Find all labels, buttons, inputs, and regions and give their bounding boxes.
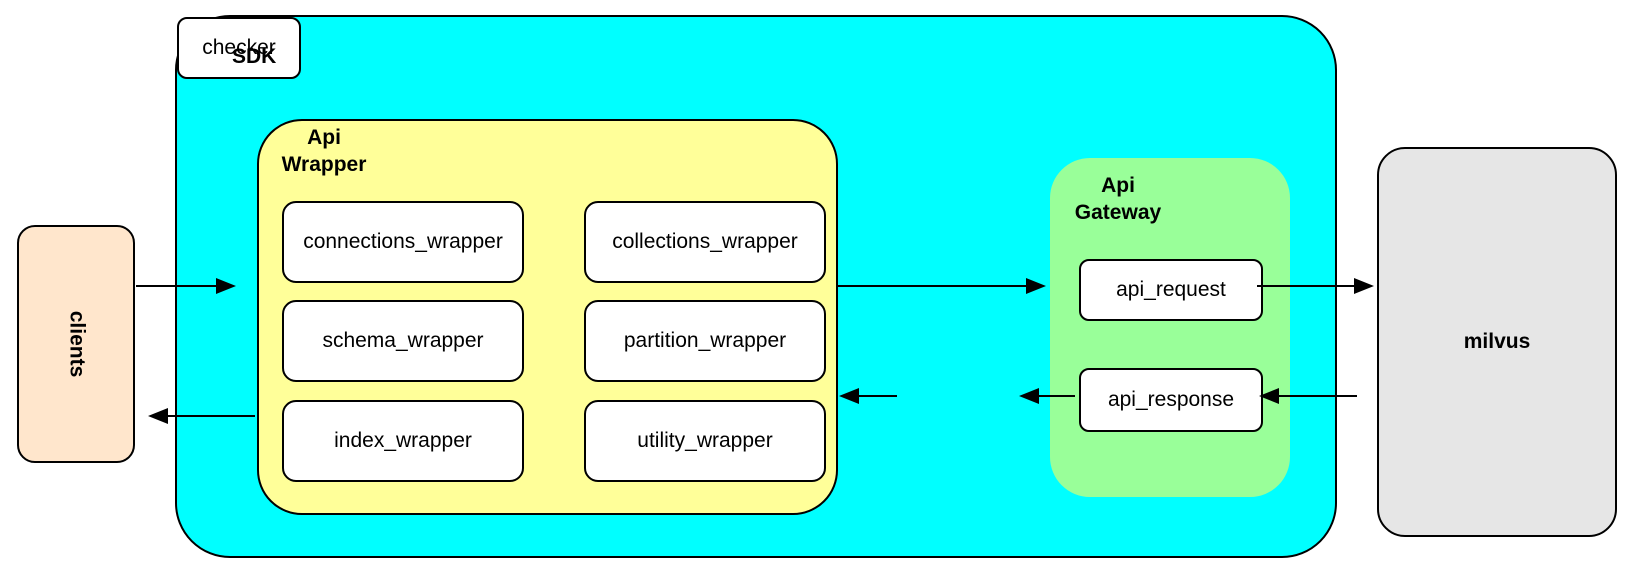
arrow-response-to-checker-line	[1039, 395, 1075, 397]
node-label: checker	[202, 36, 276, 59]
node-checker: checker	[177, 17, 301, 79]
api-gateway-title-line1: Api	[1101, 174, 1135, 197]
arrow-wrapper-to-clients-head	[148, 408, 168, 424]
node-label: collections_wrapper	[612, 230, 798, 253]
api-gateway-title: Api Gateway	[1050, 172, 1186, 226]
arrow-request-to-milvus-line	[1257, 285, 1354, 287]
node-partition-wrapper: partition_wrapper	[584, 300, 826, 382]
api-wrapper-title-line1: Api	[307, 126, 341, 149]
node-label: partition_wrapper	[623, 329, 787, 352]
arrow-checker-to-wrapper-head	[839, 388, 859, 404]
arrow-response-to-checker-head	[1019, 388, 1039, 404]
node-schema-wrapper: schema_wrapper	[282, 300, 524, 382]
arrow-clients-to-sdk-line	[136, 285, 216, 287]
node-label: api_response	[1107, 388, 1235, 411]
node-label: schema_wrapper	[322, 329, 484, 352]
node-index-wrapper: index_wrapper	[282, 400, 524, 482]
node-label: api_request	[1116, 278, 1226, 301]
arrow-clients-to-sdk-head	[216, 278, 236, 294]
node-label: connections_wrapper	[303, 230, 503, 253]
sdk-label: SDK	[232, 45, 277, 68]
node-label: index_wrapper	[334, 429, 472, 452]
arrow-wrapper-to-gateway-head	[1026, 278, 1046, 294]
node-label: utility_wrapper	[637, 429, 773, 452]
arrow-milvus-to-response-head	[1259, 388, 1279, 404]
node-utility-wrapper: utility_wrapper	[584, 400, 826, 482]
clients-label: clients	[65, 310, 88, 378]
arrow-request-to-milvus-head	[1354, 278, 1374, 294]
milvus-node: milvus	[1377, 147, 1617, 537]
node-collections-wrapper: collections_wrapper	[584, 201, 826, 283]
arrow-wrapper-to-gateway-line	[836, 285, 1026, 287]
clients-node: clients	[17, 225, 135, 463]
node-connections-wrapper: connections_wrapper	[282, 201, 524, 283]
api-wrapper-title: Api Wrapper	[259, 124, 389, 178]
node-api-request: api_request	[1079, 259, 1263, 321]
api-gateway-title-line2: Gateway	[1074, 201, 1162, 224]
arrow-checker-to-wrapper-line	[859, 395, 897, 397]
arrow-milvus-to-response-line	[1279, 395, 1357, 397]
api-gateway-container: Api Gateway api_request api_response	[1050, 158, 1290, 497]
node-label: milvus	[1463, 330, 1531, 353]
node-api-response: api_response	[1079, 368, 1263, 432]
arrow-wrapper-to-clients-line	[168, 415, 255, 417]
sdk-container: SDK Api Wrapper connections_wrapper coll…	[175, 15, 1337, 558]
api-wrapper-title-line2: Wrapper	[281, 153, 367, 176]
api-wrapper-container: Api Wrapper connections_wrapper collecti…	[257, 119, 838, 515]
